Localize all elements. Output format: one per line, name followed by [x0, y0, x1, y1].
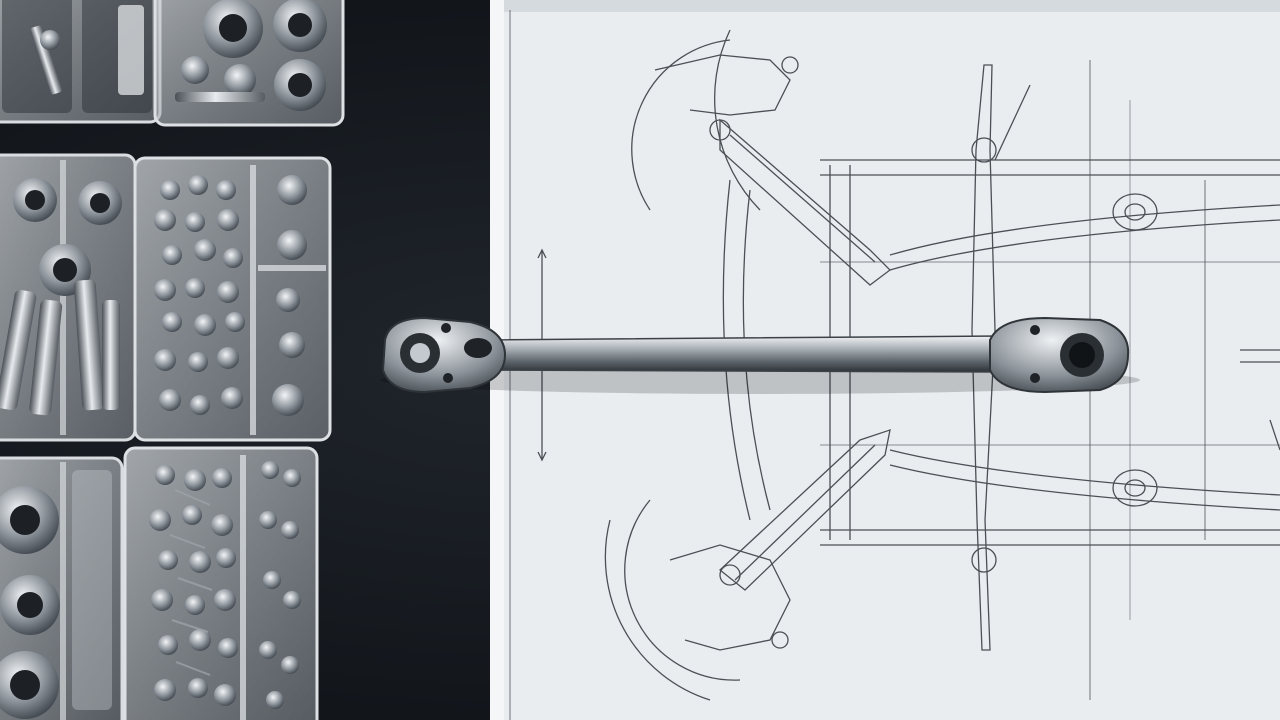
chassis-blueprint	[490, 0, 1280, 720]
blueprint-drawing	[537, 29, 1280, 701]
tray-middle-bolts	[133, 156, 332, 442]
tray-middle-left	[0, 153, 137, 442]
tray-top-nuts	[153, 0, 345, 127]
tray-top-left	[0, 0, 162, 124]
tray-bottom-left	[0, 456, 124, 720]
tray-bottom-screws	[123, 446, 319, 720]
parts-organizer	[0, 0, 345, 720]
